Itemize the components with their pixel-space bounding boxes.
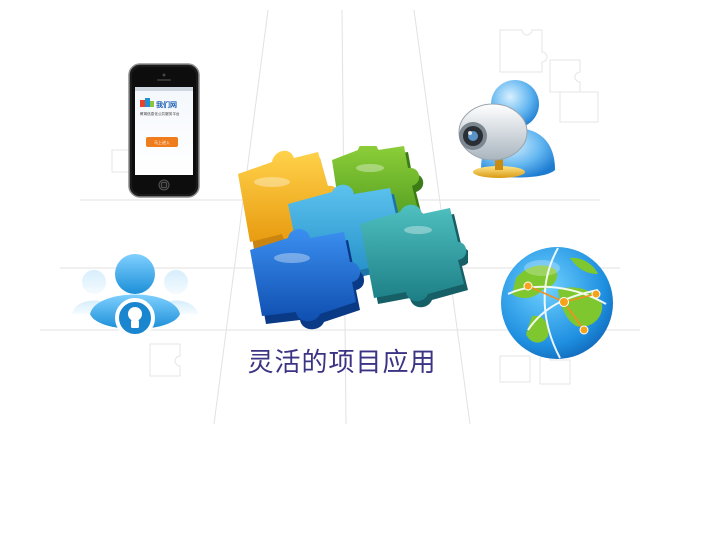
phone-tagline: 教育信息化公共服务平台 [140, 111, 180, 116]
phone-login-button-label: 马上进入 [154, 139, 170, 145]
webcam-icon [458, 80, 555, 178]
phone-icon: 我们网 教育信息化公共服务平台 马上进入 [128, 63, 200, 198]
puzzle-icon [238, 146, 468, 330]
user-icon [72, 254, 198, 338]
slide-caption: 灵活的项目应用 [247, 348, 437, 378]
phone-brand-text: 我们网 [156, 100, 177, 109]
globe-icon [501, 247, 613, 359]
